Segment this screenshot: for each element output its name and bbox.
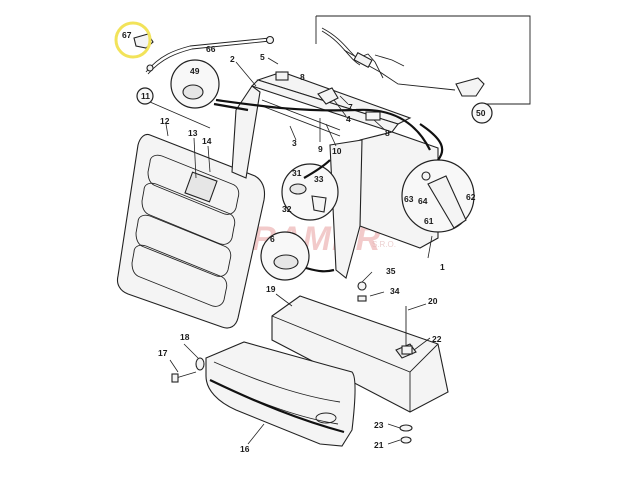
label-31: 31 — [292, 168, 302, 178]
label-16: 16 — [240, 444, 250, 454]
label-64: 64 — [418, 196, 428, 206]
label-7: 7 — [348, 102, 353, 112]
highlight-ring — [114, 21, 152, 59]
label-22: 22 — [432, 334, 442, 344]
label-19: 19 — [266, 284, 276, 294]
label-5: 5 — [260, 52, 265, 62]
label-11: 11 — [141, 91, 150, 101]
label-ring-50 — [471, 102, 493, 124]
label-17: 17 — [158, 348, 168, 358]
leader-lines — [149, 57, 433, 445]
label-13: 13 — [188, 128, 198, 138]
label-63: 63 — [404, 194, 414, 204]
label-3: 3 — [292, 138, 297, 148]
weight-box — [271, 295, 449, 413]
label-66: 66 — [206, 44, 216, 54]
label-32: 32 — [282, 204, 292, 214]
label-1: 1 — [440, 262, 445, 272]
label-23: 23 — [374, 420, 384, 430]
label-34: 34 — [390, 286, 400, 296]
label-35: 35 — [386, 266, 396, 276]
bubble-6 — [260, 231, 310, 281]
label-8a: 8 — [300, 72, 305, 82]
part-labels: 67 66 49 2 5 8 11 12 13 14 3 9 10 4 7 8 … — [122, 30, 486, 454]
label-2: 2 — [230, 54, 235, 64]
label-20: 20 — [428, 296, 438, 306]
label-9: 9 — [318, 144, 323, 154]
label-ring-11 — [136, 87, 154, 105]
label-33: 33 — [314, 174, 324, 184]
label-8b: 8 — [385, 128, 390, 138]
cable-link-lines — [213, 102, 444, 273]
label-21: 21 — [374, 440, 384, 450]
hardware — [171, 281, 413, 444]
label-50: 50 — [476, 108, 486, 118]
watermark-suffix: S.R.O. — [372, 240, 396, 249]
bubble-49 — [170, 59, 220, 109]
label-14: 14 — [202, 136, 212, 146]
label-61: 61 — [424, 216, 434, 226]
label-18: 18 — [180, 332, 190, 342]
label-62: 62 — [466, 192, 476, 202]
label-49: 49 — [190, 66, 200, 76]
inset-cable-box — [315, 15, 531, 105]
label-12: 12 — [160, 116, 170, 126]
label-67: 67 — [122, 30, 132, 40]
label-10: 10 — [332, 146, 342, 156]
label-4: 4 — [346, 114, 351, 124]
label-6: 6 — [270, 234, 275, 244]
bubble-31-33 — [281, 163, 339, 221]
grille-panel — [116, 133, 266, 329]
lower-grille — [205, 341, 356, 447]
